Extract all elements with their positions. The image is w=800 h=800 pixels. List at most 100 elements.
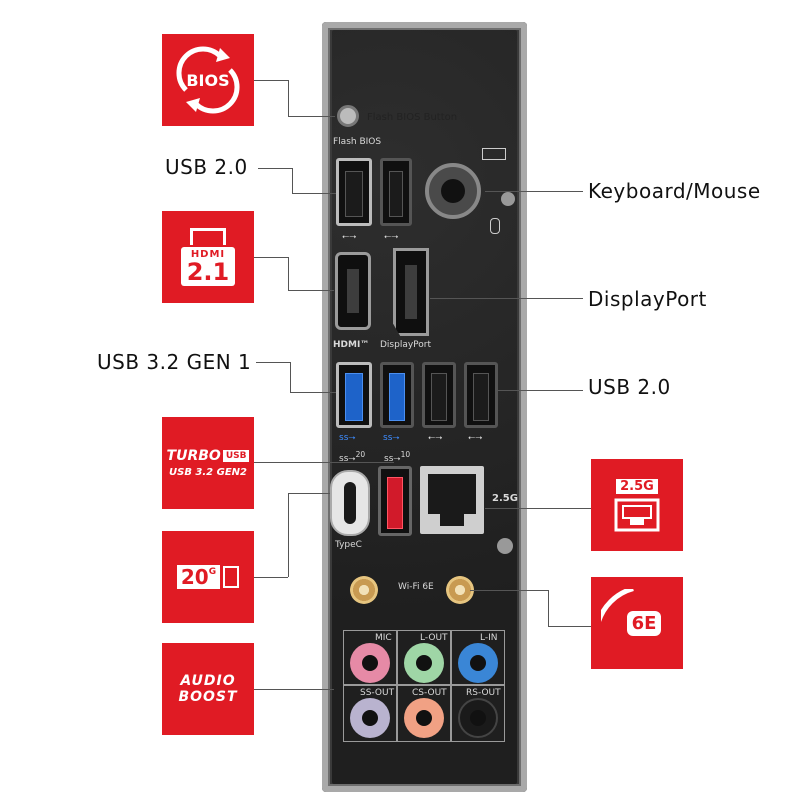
usb-symbol-3: ⭠⭢ — [428, 433, 443, 443]
displayport-panel-label: DisplayPort — [380, 340, 432, 350]
rsout-label: RS-OUT — [466, 688, 501, 698]
usb-typec-port[interactable] — [330, 470, 370, 536]
speed-number: 20 — [180, 565, 209, 589]
audio-jack-mic[interactable] — [350, 643, 390, 683]
lin-label: L-IN — [480, 633, 498, 643]
lout-label: L-OUT — [420, 633, 448, 643]
lan-port[interactable] — [420, 466, 484, 534]
line-dp — [430, 298, 583, 299]
line-20g-v — [288, 493, 289, 577]
usb-stick-icon — [223, 566, 240, 588]
line-usb32-v — [290, 362, 291, 392]
usb20-port-1[interactable] — [336, 158, 372, 226]
usb-symbol-2: ⭠⭢ — [384, 232, 399, 242]
usb32-gen1-port-1[interactable] — [336, 362, 372, 428]
audio-box-mic — [343, 630, 397, 685]
bios-label: BIOS — [186, 70, 230, 90]
lan-25g-badge: 2.5G — [591, 459, 683, 551]
hdmi-panel-label: HDMI™ — [333, 340, 370, 350]
line-turbo — [254, 462, 394, 463]
wifi-antenna-1[interactable] — [350, 576, 378, 604]
audio-jack-ssout[interactable] — [350, 698, 390, 738]
audio-box-lout — [397, 630, 451, 685]
line-20g-h — [254, 577, 288, 578]
bios-badge: BIOS — [162, 34, 254, 126]
ss-symbol-2: ss⭢ — [383, 433, 400, 443]
line-hdmi-v — [288, 257, 289, 290]
turbo-label: TURBO — [166, 448, 221, 464]
line-usb32-h — [256, 362, 290, 363]
audio-jack-lin[interactable] — [458, 643, 498, 683]
line-20g-h2 — [288, 493, 330, 494]
callout-usb20-top: USB 2.0 — [165, 155, 248, 179]
line-usb20-top-h2 — [292, 193, 336, 194]
wifi-panel-label: Wi-Fi 6E — [398, 582, 434, 592]
callout-usb20-right: USB 2.0 — [588, 375, 671, 399]
ps2-port[interactable] — [425, 163, 481, 219]
line-wifi-v — [548, 590, 549, 626]
ethernet-port-icon — [614, 498, 660, 531]
usb32-gen2-port[interactable] — [378, 466, 412, 536]
typec-label: TypeC — [335, 540, 362, 550]
screw-2 — [497, 538, 513, 554]
hdmi-version: 2.1 — [186, 258, 230, 286]
usb20-port-4[interactable] — [464, 362, 498, 428]
usb-symbol-4: ⭠⭢ — [468, 433, 483, 443]
speed-unit: G — [208, 567, 217, 577]
flash-bios-button[interactable] — [337, 105, 359, 127]
line-kbm — [485, 191, 583, 192]
audio-box-rsout — [451, 685, 505, 742]
lan-panel-label: 2.5G — [492, 493, 518, 504]
hdmi-cable-icon — [190, 228, 226, 245]
ss10-label: ss⭢10 — [384, 450, 411, 464]
ss20-label: ss⭢20 — [339, 450, 366, 464]
audio-label: AUDIO — [180, 673, 236, 689]
turbo-usb-badge: TURBO USB USB 3.2 GEN2 — [162, 417, 254, 509]
line-usb20-top-h — [258, 168, 292, 169]
line-audio — [254, 689, 334, 690]
line-usb32-h2 — [290, 392, 336, 393]
line-wifi-h — [470, 590, 548, 591]
audio-box-ssout — [343, 685, 397, 742]
callout-keyboard-mouse: Keyboard/Mouse — [588, 179, 761, 203]
audio-box-csout — [397, 685, 451, 742]
wifi-badge-label: 6E — [631, 612, 657, 634]
flash-bios-button-label: Flash BIOS Button — [367, 112, 458, 123]
usb20-port-3[interactable] — [422, 362, 456, 428]
line-bios-h — [254, 80, 288, 81]
bios-refresh-icon — [176, 46, 240, 114]
ssout-label: SS-OUT — [360, 688, 395, 698]
line-hdmi-h2 — [288, 290, 334, 291]
line-wifi-h2 — [548, 626, 591, 627]
usb32-gen1-port-2[interactable] — [380, 362, 414, 428]
lan-badge-label: 2.5G — [616, 478, 658, 494]
displayport-port[interactable] — [393, 248, 429, 336]
audio-jack-csout[interactable] — [404, 698, 444, 738]
wifi-antenna-2[interactable] — [446, 576, 474, 604]
usb20-port-2[interactable] — [380, 158, 412, 226]
audio-jack-lout[interactable] — [404, 643, 444, 683]
mic-label: MIC — [375, 633, 392, 643]
wifi-signal-icon — [601, 589, 634, 625]
line-lan — [485, 508, 591, 509]
audio-box-lin — [451, 630, 505, 685]
ss-symbol-1: ss⭢ — [339, 433, 356, 443]
callout-usb32-gen1: USB 3.2 GEN 1 — [97, 350, 252, 374]
audio-jack-rsout[interactable] — [458, 698, 498, 738]
usb-symbol-1: ⭠⭢ — [342, 232, 357, 242]
line-bios-v — [288, 80, 289, 116]
flash-bios-label: Flash BIOS — [333, 137, 382, 147]
line-usb20-right — [498, 390, 583, 391]
screw-1 — [501, 192, 515, 206]
callout-displayport: DisplayPort — [588, 287, 707, 311]
line-usb20-top-v — [292, 168, 293, 193]
hdmi-badge: HDMI 2.1 — [162, 211, 254, 303]
turbo-gen-label: USB 3.2 GEN2 — [169, 467, 247, 478]
hdmi-port[interactable] — [335, 252, 371, 330]
boost-label: BOOST — [178, 689, 238, 705]
wifi-6e-badge: 6E — [591, 577, 683, 669]
hdmi-logo-text: HDMI — [190, 249, 226, 260]
line-hdmi-h — [254, 257, 288, 258]
turbo-usb-label: USB — [222, 450, 250, 462]
mouse-icon — [490, 218, 500, 234]
